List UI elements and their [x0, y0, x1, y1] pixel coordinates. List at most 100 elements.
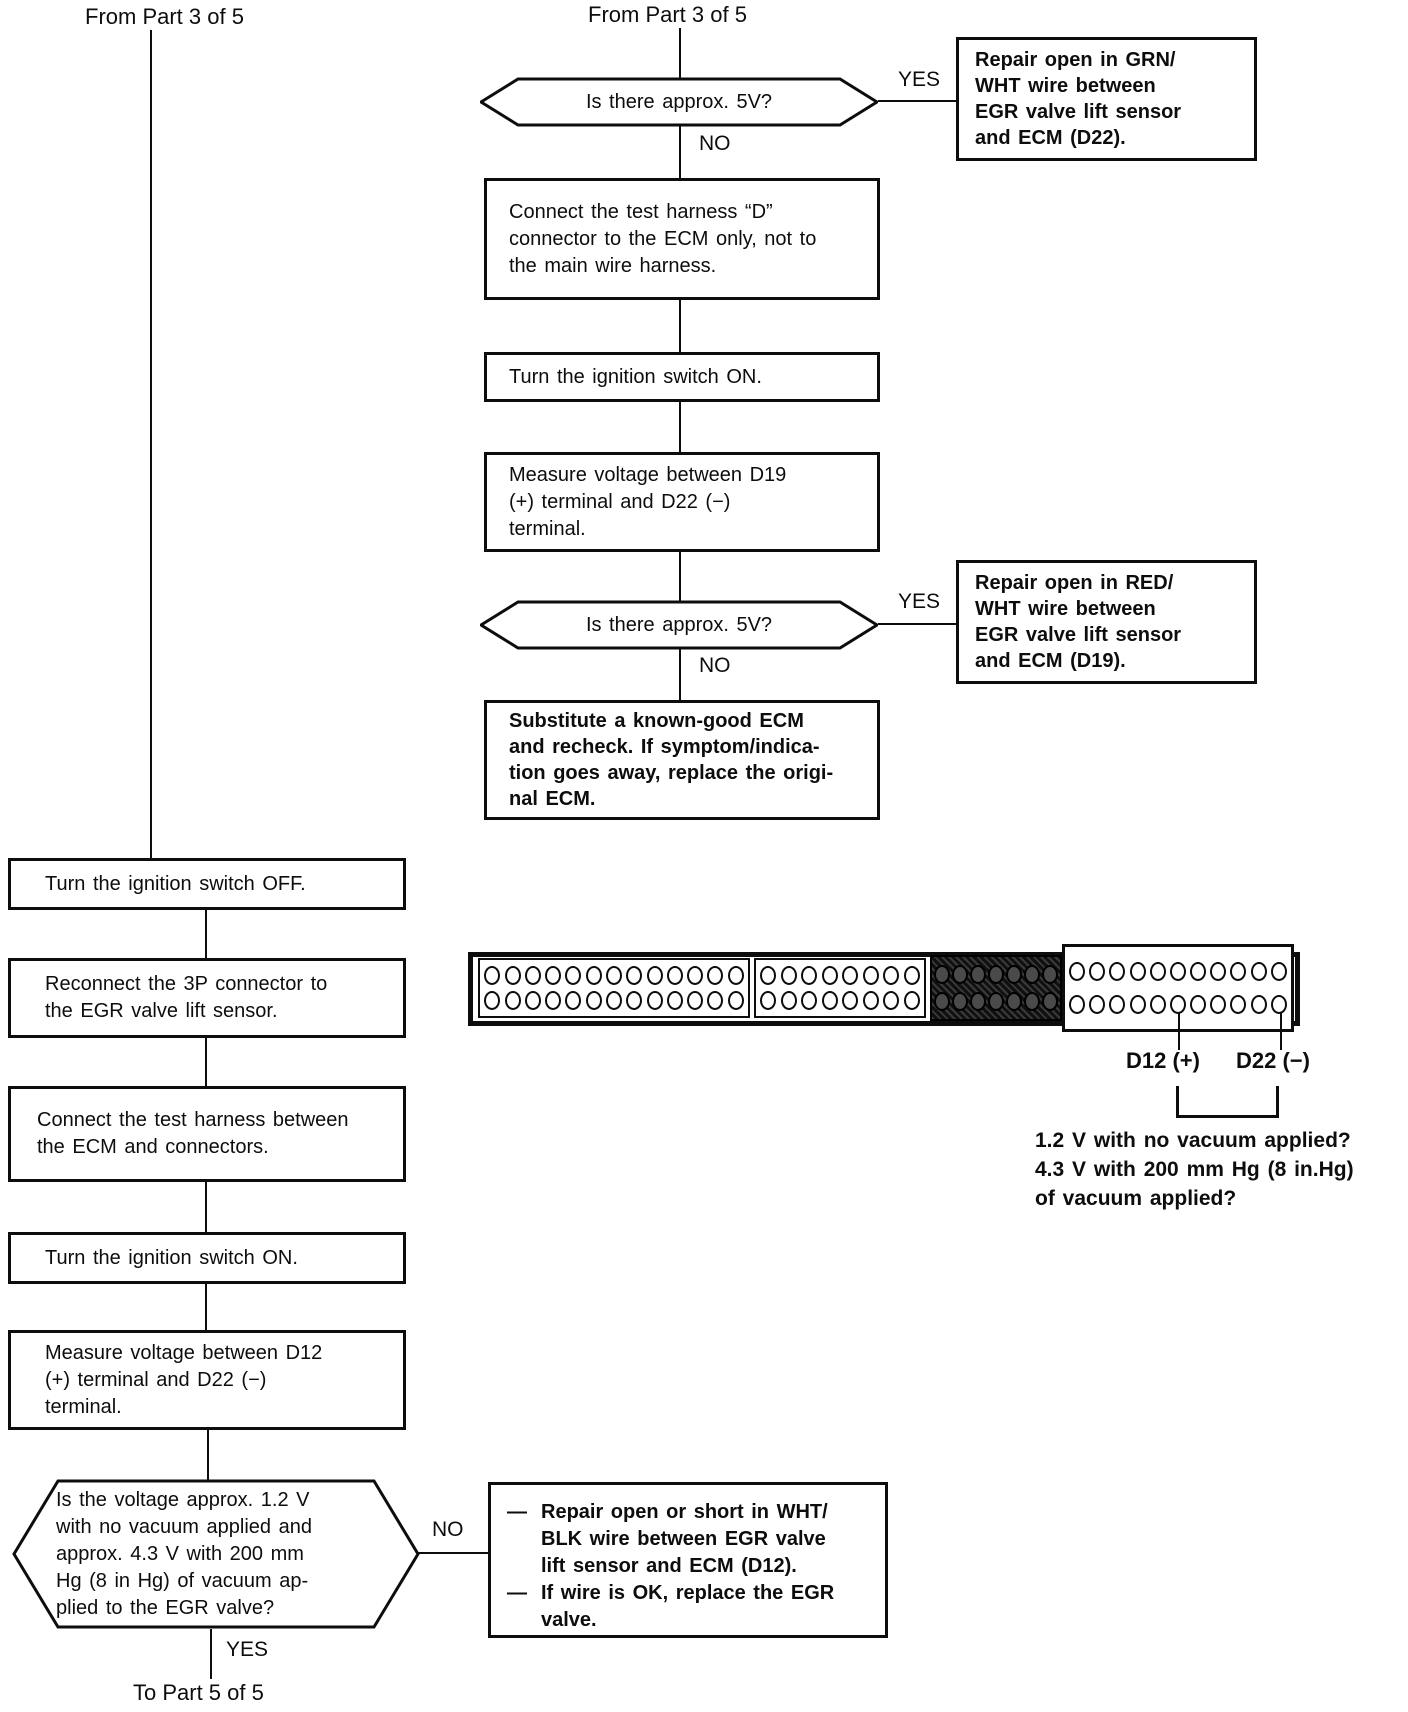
process-text: Reconnect the 3P connector to the EGR va… — [45, 973, 328, 1022]
connector-pin — [1270, 961, 1287, 981]
connector-pin — [1006, 992, 1022, 1011]
flow-line-yes2 — [878, 623, 958, 625]
connector-pin-row — [480, 966, 748, 985]
flow-line — [205, 1036, 207, 1088]
no-label-2: NO — [699, 654, 731, 677]
decision-text: Is there approx. 5V? — [585, 90, 773, 113]
connector-pin — [988, 965, 1004, 984]
connector-pin — [1042, 965, 1058, 984]
connector-pin — [1069, 961, 1086, 981]
voltage-question-text: 1.2 V with no vacuum applied? 4.3 V with… — [1035, 1129, 1354, 1210]
pin-pointer-line-d22 — [1280, 1012, 1282, 1050]
connector-pin — [565, 966, 582, 985]
flow-line — [205, 908, 207, 960]
connector-pin — [484, 991, 501, 1010]
connector-pin — [1270, 995, 1287, 1015]
process-box-reconnect-3p: Reconnect the 3P connector to the EGR va… — [8, 958, 406, 1038]
result-text: Repair open in GRN/ WHT wire between EGR… — [975, 49, 1182, 149]
connector-pin — [646, 991, 663, 1010]
flow-line-yes1 — [878, 100, 958, 102]
connector-pin — [727, 966, 744, 985]
decision-approx-5v-1: Is there approx. 5V? — [480, 77, 878, 127]
connector-pin-row — [480, 991, 748, 1010]
hexagon-outline — [480, 600, 878, 650]
pin-label-d12: D12 (+) — [1126, 1048, 1200, 1073]
connector-pin — [883, 991, 900, 1010]
connector-pin — [1109, 961, 1126, 981]
probe-bracket-bottom — [1176, 1115, 1279, 1118]
connector-pin — [952, 992, 968, 1011]
result-box-repair-red-wht: Repair open in RED/ WHT wire between EGR… — [956, 560, 1257, 684]
yes-label-2: YES — [898, 590, 941, 613]
flow-line-no-bottom — [418, 1552, 488, 1554]
connector-pin — [1250, 961, 1267, 981]
process-text: Connect the test harness between the ECM… — [37, 1109, 349, 1158]
connector-pin — [1069, 995, 1086, 1015]
ecm-connector-section — [754, 958, 926, 1018]
connector-pin — [952, 965, 968, 984]
result-item: — Repair open or short in WHT/ BLK wire … — [507, 1499, 877, 1580]
connector-pin — [970, 965, 986, 984]
connector-pin — [934, 965, 950, 984]
flow-line — [679, 400, 681, 454]
connector-pin — [1006, 965, 1022, 984]
connector-pin — [1190, 961, 1207, 981]
connector-pin-row — [756, 991, 924, 1010]
connector-pin — [585, 991, 602, 1010]
connector-pin — [1230, 995, 1247, 1015]
from-part-label-left: From Part 3 of 5 — [85, 4, 244, 29]
connector-pin — [707, 966, 724, 985]
connector-pin — [687, 966, 704, 985]
connector-pin — [545, 991, 562, 1010]
connector-pin — [1190, 995, 1207, 1015]
process-text: Connect the test harness “D” connector t… — [509, 200, 817, 277]
connector-pin — [504, 991, 521, 1010]
result-text: If wire is OK, replace the EGR valve. — [541, 1582, 835, 1631]
connector-pin — [646, 966, 663, 985]
process-box-ignition-off: Turn the ignition switch OFF. — [8, 858, 406, 910]
decision-approx-5v-2: Is there approx. 5V? — [480, 600, 878, 650]
connector-pin — [801, 966, 818, 985]
connector-pin — [545, 966, 562, 985]
flow-line — [679, 298, 681, 354]
connector-pin — [1149, 961, 1166, 981]
flow-line-no1 — [679, 126, 681, 180]
connector-pin — [605, 966, 622, 985]
decision-text: Is there approx. 5V? — [585, 613, 773, 636]
connector-pin — [585, 966, 602, 985]
hexagon-outline — [12, 1479, 420, 1629]
connector-pin — [1024, 992, 1040, 1011]
flow-line — [207, 1428, 209, 1480]
connector-pin — [1109, 995, 1126, 1015]
connector-pin — [903, 991, 920, 1010]
decision-voltage-values: Is the voltage approx. 1.2 V with no vac… — [12, 1478, 420, 1630]
connector-pin — [1230, 961, 1247, 981]
process-box-connect-test-harness-d: Connect the test harness “D” connector t… — [484, 178, 880, 300]
connector-pin — [687, 991, 704, 1010]
flow-line-from-part3 — [150, 30, 152, 858]
pin-pointer-line-d12 — [1178, 1012, 1180, 1050]
connector-pin — [780, 991, 797, 1010]
result-text: Repair open or short in WHT/ BLK wire be… — [541, 1501, 828, 1577]
hexagon-outline — [480, 77, 878, 127]
connector-pin — [524, 991, 541, 1010]
connector-pin — [842, 991, 859, 1010]
connector-pin-row — [932, 992, 1060, 1011]
flow-line — [205, 1282, 207, 1332]
process-text: Measure voltage between D12 (+) terminal… — [45, 1341, 323, 1418]
connector-pin — [1169, 961, 1186, 981]
dash-bullet: — — [507, 1582, 527, 1604]
yes-label-1: YES — [898, 68, 941, 91]
connector-pin — [524, 966, 541, 985]
connector-pin — [1089, 995, 1106, 1015]
result-text: Repair open in RED/ WHT wire between EGR… — [975, 572, 1182, 672]
process-text: Turn the ignition switch OFF. — [45, 872, 306, 895]
to-part-label: To Part 5 of 5 — [133, 1680, 264, 1705]
flow-line-yes-bottom — [210, 1629, 212, 1679]
connector-pin — [707, 991, 724, 1010]
connector-pin — [760, 966, 777, 985]
ecm-connector-section — [478, 958, 750, 1018]
connector-pin — [666, 991, 683, 1010]
pin-label-d22: D22 (−) — [1236, 1048, 1310, 1073]
connector-pin-row — [1065, 961, 1291, 981]
